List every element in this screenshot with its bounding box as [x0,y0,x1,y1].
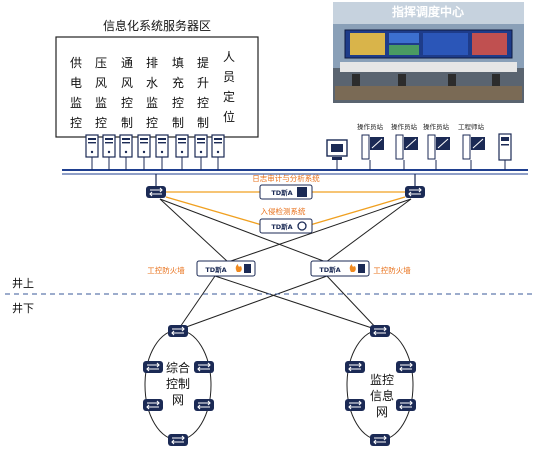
server-system-char: 升 [197,76,209,90]
server-system-char: 制 [121,116,133,130]
server-system-char: 人 [223,50,235,64]
firewall-right-brand: TD斯A [319,265,340,274]
server-system-char: 制 [197,116,209,130]
ids-device: TD斯A [259,218,313,234]
firewall-left-label: 工控防火墙 [147,265,185,275]
core-switch-left [145,185,167,199]
server-system-char: 监 [95,96,107,110]
server-system-char: 控 [70,116,82,130]
server-system-char: 制 [172,116,184,130]
server-system-char: 排 [146,56,158,70]
ring-right-line-1: 监控 [370,373,394,387]
server-system-char: 控 [172,96,184,110]
server-system-char: 充 [172,75,184,90]
ring-left-line-3: 网 [172,393,184,407]
firewall-left-brand: TD斯A [205,265,226,274]
log-audit-device: TD斯A [259,184,313,200]
ring-left-line-2: 控制 [166,377,190,391]
server-system-char: 填 [172,56,184,70]
security-links [165,191,406,226]
server-area-box [55,36,259,138]
station-label-1: 操作员站 [357,122,384,131]
ring-right-line-3: 网 [376,405,388,419]
firewall-right-label: 工控防火墙 [373,265,411,275]
server-area-title: 信息化系统服务器区 [103,18,211,33]
server-system-char: 监 [146,96,158,110]
server-system-char: 通 [121,56,133,70]
zone-label-below: 井下 [12,301,34,315]
server-system-char: 风 [121,76,133,90]
command-center-title: 指挥调度中心 [392,4,464,19]
core-cross-links [159,198,412,331]
station-label-2: 操作员站 [391,122,418,131]
server-system-char: 位 [223,109,235,124]
core-switch-right [404,185,426,199]
ring-right-line-2: 信息 [370,388,394,403]
server-system-char: 监 [70,96,82,110]
server-system-char: 员 [223,70,235,84]
server-system-char: 控 [95,116,107,130]
server-system-char: 电 [70,76,82,90]
server-system-char: 控 [197,96,209,110]
server-system-char: 提 [197,55,209,70]
server-system-char: 控 [121,96,133,110]
zone-label-above: 井上 [12,276,34,290]
station-label-3: 操作员站 [423,122,450,131]
server-system-char: 控 [146,116,158,130]
server-racks [85,134,225,170]
server-system-char: 风 [95,76,107,90]
log-audit-label: 日志审计与分析系统 [252,173,320,183]
server-system-char: 定 [223,89,235,104]
firewall-left: TD斯A [196,260,256,277]
ids-label: 入侵检测系统 [261,206,306,216]
station-label-4: 工程师站 [458,122,485,131]
station-workstations [326,133,512,170]
server-system-char: 压 [95,56,107,70]
log-audit-brand: TD斯A [271,188,292,197]
ids-brand: TD斯A [271,222,292,231]
firewall-right: TD斯A [310,260,370,277]
server-system-char: 水 [146,76,158,90]
ring-left-line-1: 综合 [166,360,190,375]
server-system-char: 供 [70,56,82,70]
command-center-photo [333,2,524,103]
